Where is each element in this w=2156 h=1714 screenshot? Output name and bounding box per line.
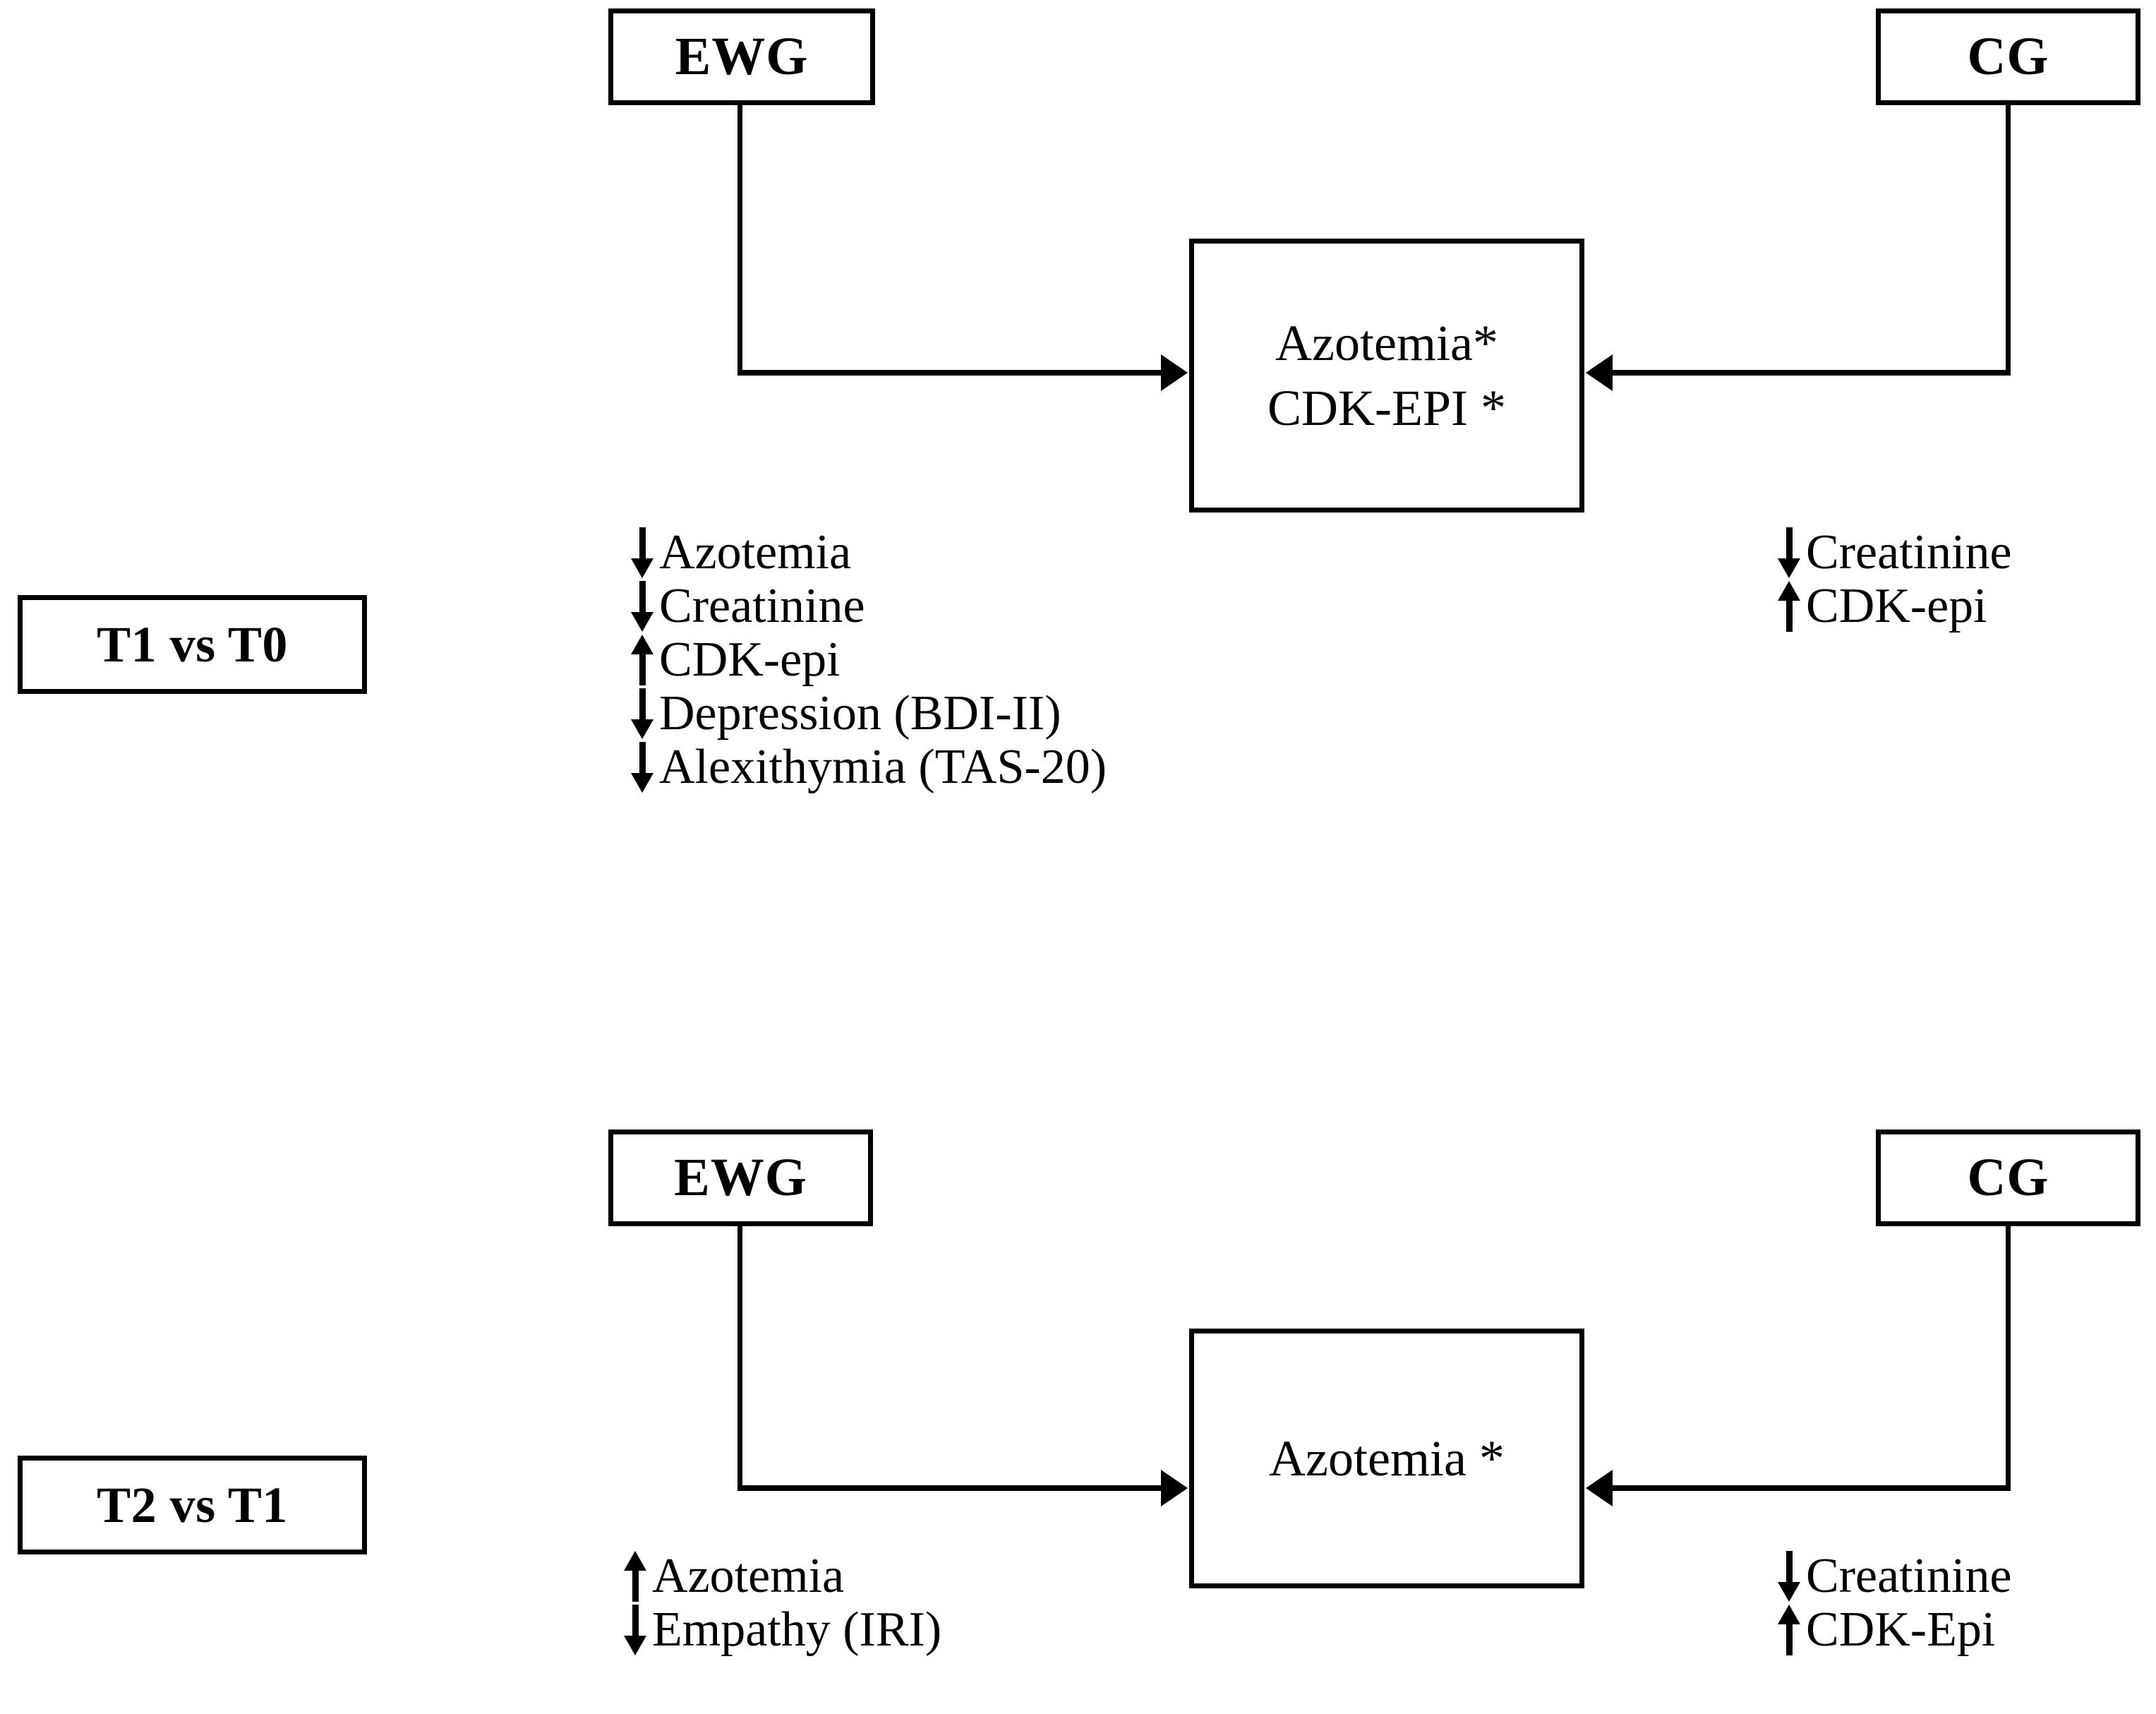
- group-box-cg-bottom: CG: [1876, 1129, 2140, 1226]
- connector-cg-horizontal-top: [1613, 370, 2008, 376]
- change-item: Alexithymia (TAS-20): [628, 741, 1107, 794]
- arrow-up-icon: [1775, 1603, 1803, 1657]
- arrow-down-icon: [628, 526, 656, 580]
- change-label: Creatinine: [1806, 525, 2012, 580]
- change-list-cg-bottom: Creatinine CDK-Epi: [1775, 1550, 2012, 1657]
- group-label: EWG: [675, 26, 809, 86]
- shared-outcome-box-top: Azotemia* CDK-EPI *: [1189, 239, 1584, 513]
- change-item: Empathy (IRI): [621, 1603, 941, 1657]
- change-label: CDK-Epi: [1806, 1602, 1996, 1657]
- change-item: CDK-Epi: [1775, 1603, 2012, 1657]
- group-box-cg-top: CG: [1876, 8, 2140, 105]
- arrow-down-icon: [628, 741, 656, 794]
- change-label: Creatinine: [1806, 1549, 2012, 1603]
- arrow-down-icon: [628, 580, 656, 633]
- change-item: Creatinine: [1775, 1550, 2012, 1603]
- group-label: EWG: [674, 1147, 807, 1207]
- connector-cg-vertical-top: [2006, 104, 2011, 376]
- outcome-line: CDK-EPI *: [1267, 380, 1506, 436]
- arrowhead-left-icon-top: [1586, 354, 1613, 391]
- connector-ewg-vertical-top: [737, 104, 742, 376]
- change-label: Azotemia: [659, 525, 852, 580]
- connector-cg-horizontal-bottom: [1613, 1485, 2008, 1491]
- change-item: Azotemia: [621, 1550, 941, 1603]
- change-item: CDK-epi: [1775, 580, 2012, 633]
- change-label: Empathy (IRI): [652, 1602, 942, 1657]
- arrow-down-icon: [628, 687, 656, 741]
- arrowhead-right-icon-top: [1161, 354, 1188, 391]
- change-label: Azotemia: [652, 1549, 845, 1603]
- period-label: T1 vs T0: [97, 616, 288, 673]
- connector-ewg-horizontal-bottom: [737, 1485, 1161, 1491]
- change-item: Creatinine: [1775, 526, 2012, 580]
- change-label: CDK-epi: [1806, 579, 1987, 633]
- change-item: Creatinine: [628, 580, 1107, 633]
- change-item: Azotemia: [628, 526, 1107, 580]
- arrowhead-right-icon-bottom: [1161, 1470, 1188, 1506]
- connector-ewg-vertical-bottom: [737, 1225, 742, 1491]
- arrow-down-icon: [1775, 1550, 1803, 1603]
- group-label: CG: [1967, 1147, 2049, 1207]
- period-box-t1-vs-t0: T1 vs T0: [18, 595, 367, 694]
- arrow-up-icon: [621, 1550, 649, 1603]
- change-label: Depression (BDI-II): [659, 686, 1061, 741]
- change-list-ewg-bottom: Azotemia Empathy (IRI): [621, 1550, 941, 1657]
- period-box-t2-vs-t1: T2 vs T1: [18, 1456, 367, 1554]
- change-list-cg-top: Creatinine CDK-epi: [1775, 526, 2012, 633]
- change-list-ewg-top: Azotemia Creatinine CDK-epi Depression (…: [628, 526, 1107, 794]
- period-label: T2 vs T1: [97, 1476, 288, 1533]
- arrow-up-icon: [628, 633, 656, 687]
- group-label: CG: [1967, 26, 2049, 86]
- connector-ewg-horizontal-top: [737, 370, 1161, 376]
- change-item: CDK-epi: [628, 633, 1107, 687]
- arrow-down-icon: [1775, 526, 1803, 580]
- change-label: Alexithymia (TAS-20): [659, 740, 1107, 794]
- change-item: Depression (BDI-II): [628, 687, 1107, 741]
- shared-outcome-box-bottom: Azotemia *: [1189, 1329, 1584, 1588]
- change-label: Creatinine: [659, 579, 865, 633]
- change-label: CDK-epi: [659, 633, 841, 687]
- arrow-down-icon: [621, 1603, 649, 1657]
- arrowhead-left-icon-bottom: [1586, 1470, 1613, 1506]
- outcome-line: Azotemia *: [1269, 1430, 1505, 1487]
- arrow-up-icon: [1775, 580, 1803, 633]
- connector-cg-vertical-bottom: [2006, 1225, 2011, 1491]
- group-box-ewg-top: EWG: [608, 8, 875, 105]
- outcome-line: Azotemia*: [1275, 314, 1498, 371]
- group-box-ewg-bottom: EWG: [608, 1129, 873, 1226]
